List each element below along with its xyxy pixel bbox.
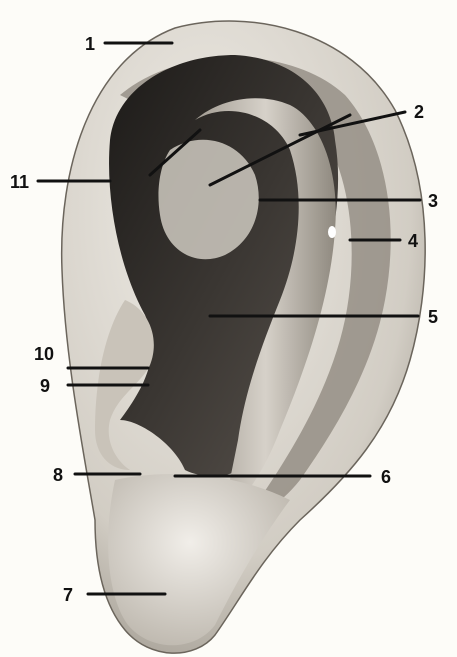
label-8: 8 (53, 465, 63, 485)
label-6: 6 (381, 467, 391, 487)
label-9: 9 (40, 376, 50, 396)
label-4: 4 (408, 231, 418, 251)
label-3: 3 (428, 191, 438, 211)
label-2: 2 (414, 102, 424, 122)
highlight-spot (328, 226, 336, 238)
label-7: 7 (63, 585, 73, 605)
label-11: 11 (10, 172, 29, 192)
label-10: 10 (34, 344, 54, 364)
label-1: 1 (85, 34, 95, 54)
label-5: 5 (428, 307, 438, 327)
